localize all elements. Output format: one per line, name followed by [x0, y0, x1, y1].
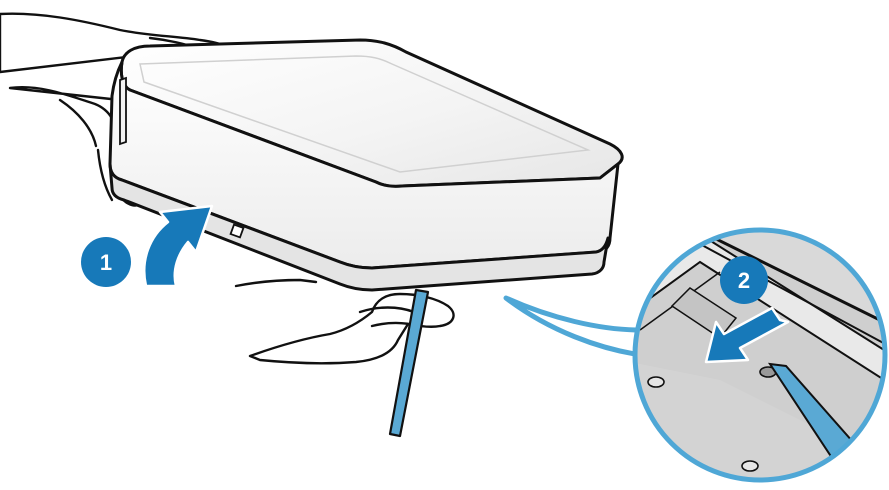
- printer-device: [110, 40, 622, 290]
- step-2-number: 2: [738, 268, 750, 293]
- step-1-arrow: 1: [81, 206, 212, 287]
- zoom-callout-pointer: [506, 298, 648, 356]
- curved-up-arrow-icon: [144, 206, 212, 286]
- step-1-number: 1: [100, 250, 112, 275]
